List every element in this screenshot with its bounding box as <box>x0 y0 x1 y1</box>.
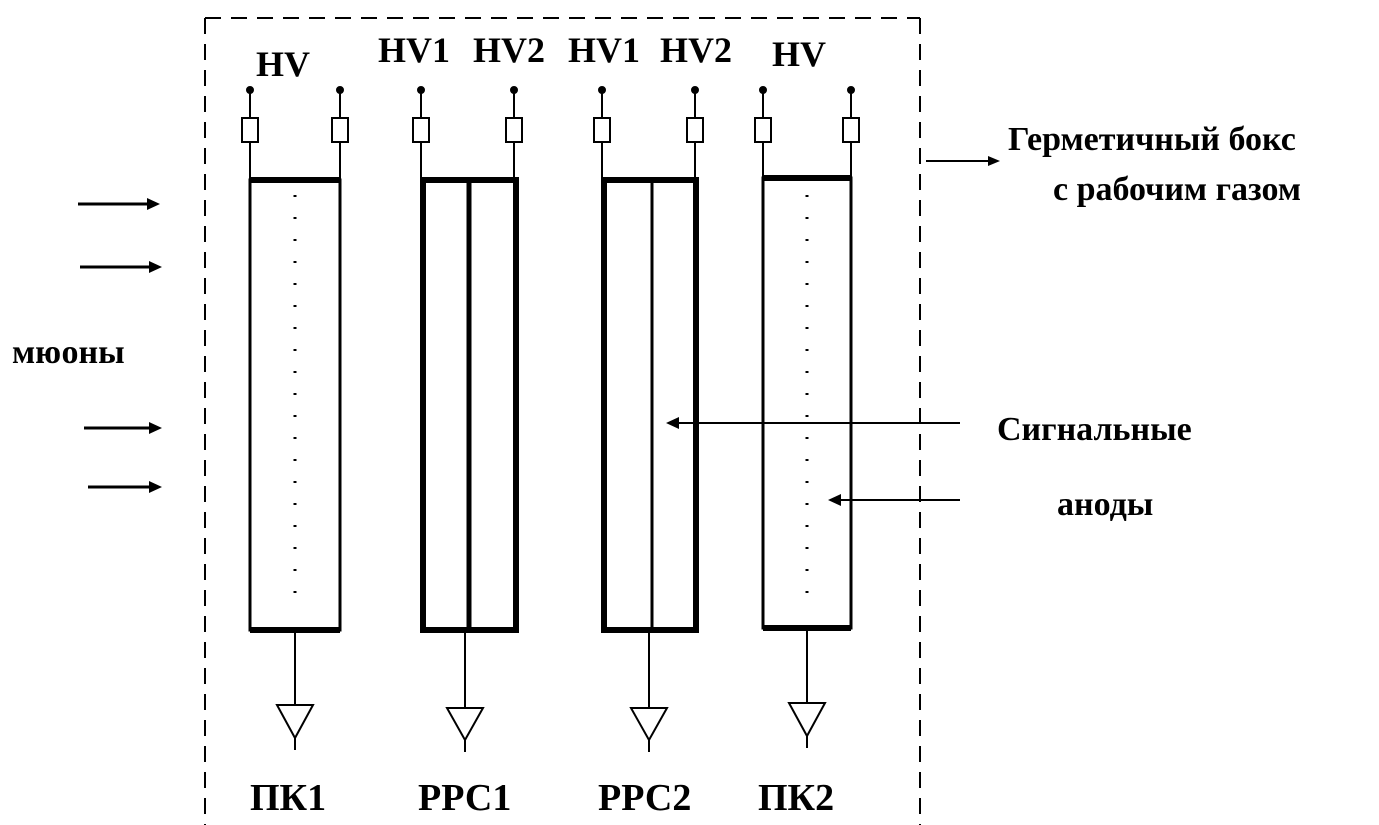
signal-label-line2: аноды <box>1057 486 1153 523</box>
pk2-hv-connectors <box>754 86 860 180</box>
rpc1-resistor-right <box>505 117 523 143</box>
box-label-line2: с рабочим газом <box>1053 171 1301 208</box>
signal-pointer-arrow-2 <box>828 494 960 506</box>
sealed-box <box>204 17 921 825</box>
rpc2-hv-connectors <box>593 86 704 180</box>
pk2-resistor-right <box>842 117 860 143</box>
rpc2-hv1-label: HV1 <box>568 30 640 70</box>
pk1-hv-connectors <box>241 86 349 180</box>
rpc1-resistor-left <box>412 117 430 143</box>
pk2-amplifier-icon <box>787 702 827 739</box>
pk2-chamber <box>761 176 853 630</box>
pk1-label: ПК1 <box>250 777 326 819</box>
muon-arrow-1 <box>78 198 160 210</box>
pk1-chamber <box>248 178 342 632</box>
rpc1-label: РРС1 <box>418 777 511 819</box>
muon-arrow-4 <box>88 481 162 493</box>
box-label-line1: Герметичный бокс <box>1008 121 1296 158</box>
rpc2-chamber <box>601 177 699 633</box>
signal-pointer-arrow-1 <box>666 417 960 429</box>
pk1-resistor-left <box>241 117 259 143</box>
pk1-hv-label: HV <box>256 44 310 84</box>
muons-label: мюоны <box>12 334 125 371</box>
pk2-resistor-left <box>754 117 772 143</box>
rpc2-label: РРС2 <box>598 777 691 819</box>
detector-pk1: HV ПК1 <box>241 44 349 819</box>
rpc2-hv2-label: HV2 <box>660 30 732 70</box>
muon-arrow-3 <box>84 422 162 434</box>
detector-rpc2: HV1 HV2 РРС2 <box>568 30 732 819</box>
rpc1-hv2-label: HV2 <box>473 30 545 70</box>
rpc2-resistor-left <box>593 117 611 143</box>
pk1-resistor-right <box>331 117 349 143</box>
detector-rpc1: HV1 HV2 РРС1 <box>378 30 545 819</box>
box-pointer-arrow <box>926 156 1000 166</box>
rpc2-resistor-right <box>686 117 704 143</box>
rpc2-amplifier-icon <box>629 707 669 743</box>
rpc1-hv1-label: HV1 <box>378 30 450 70</box>
rpc1-amplifier-icon <box>445 707 485 743</box>
muon-arrows <box>78 198 162 493</box>
pk2-label: ПК2 <box>758 777 834 819</box>
rpc1-hv-connectors <box>412 86 523 180</box>
muon-arrow-2 <box>80 261 162 273</box>
signal-label-line1: Сигнальные <box>997 411 1192 448</box>
detector-pk2: HV ПК2 <box>754 34 860 819</box>
pk1-amplifier-icon <box>275 704 315 741</box>
pk2-hv-label: HV <box>772 34 826 74</box>
